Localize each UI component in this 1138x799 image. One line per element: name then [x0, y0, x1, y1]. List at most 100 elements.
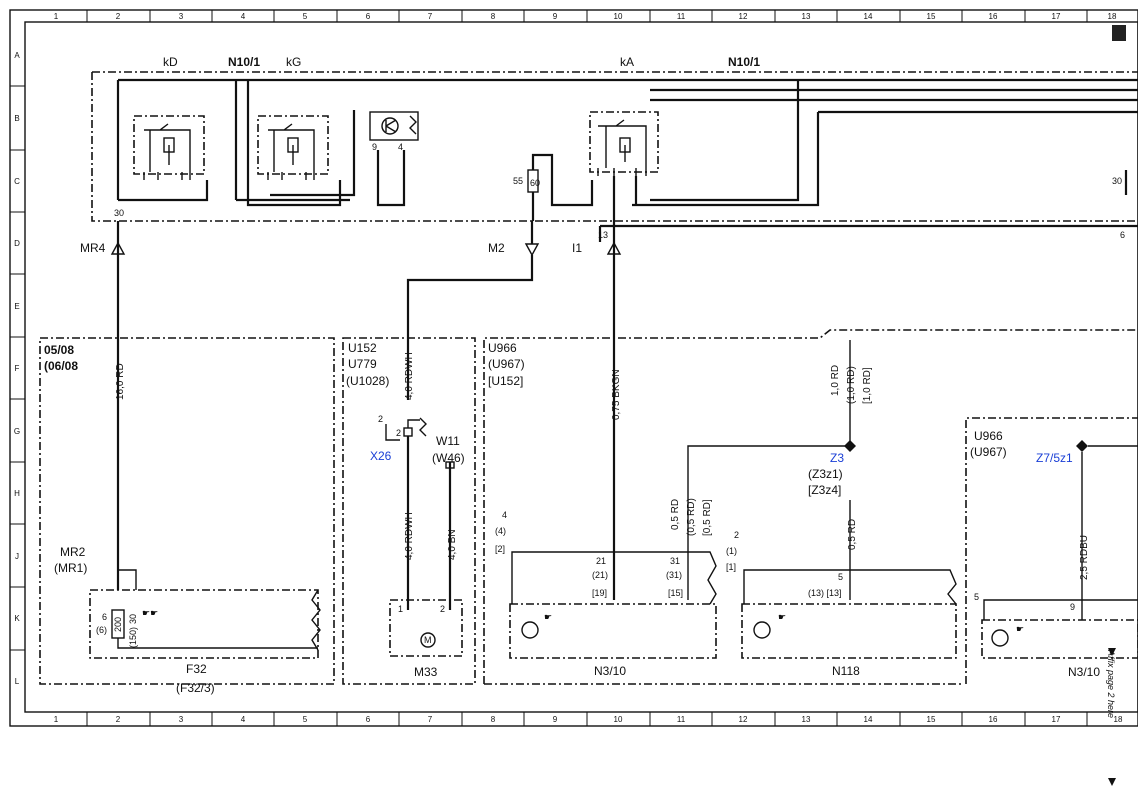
connector-mr4: MR4: [80, 241, 106, 255]
box-name: N3/10: [594, 664, 626, 678]
pin-5: 5: [838, 572, 843, 582]
arrow-icon: [1108, 648, 1116, 656]
pin-31b: (31): [666, 570, 682, 580]
hand-icon: ☛: [1016, 624, 1024, 634]
n118-box: 1,0 RD (1,0 RD) [1,0 RD] Z3 (Z3z1) [Z3z4…: [726, 340, 957, 678]
wire-rdbu: 2,5 RDBU: [1079, 535, 1090, 580]
pin-9: 9: [1070, 602, 1075, 612]
splice-z3: [844, 440, 856, 452]
wire-bn: 4,0 BN: [447, 529, 458, 560]
pin-19: [19]: [592, 588, 607, 598]
col-num: 4: [241, 12, 246, 21]
col-num: 12: [739, 715, 748, 724]
pin-6b: (6): [96, 625, 107, 635]
col-num: 15: [927, 12, 936, 21]
pin-2b: 2: [396, 428, 401, 438]
col-num: 14: [864, 12, 873, 21]
pin-1: (1): [726, 546, 737, 556]
col-num: 14: [864, 715, 873, 724]
z3z4: [Z3z4]: [808, 483, 841, 497]
wire-10rd-2: (1,0 RD): [846, 366, 857, 404]
box-name: F32: [186, 662, 207, 676]
transistor-icon: [991, 629, 1009, 647]
col-num: 16: [989, 715, 998, 724]
u779: U779: [348, 357, 377, 371]
row-letter: B: [14, 114, 19, 123]
pin-2: 2: [734, 530, 739, 540]
date-from: 05/08: [44, 343, 74, 357]
row-letter: A: [14, 51, 20, 60]
col-num: 5: [303, 12, 308, 21]
wire-rdwh-mid: 4,0 RDWH: [404, 512, 415, 560]
grid-top: [10, 10, 1088, 726]
wire-10rd-1: 1,0 RD: [830, 365, 841, 396]
n310-box: U966 (U967) [U152] 0,75 BKGN 4 (4) [2] 2…: [483, 329, 1138, 685]
wire-16rd: 16,0 RD: [115, 363, 126, 400]
wire-05rd-1: 0,5 RD: [670, 499, 681, 530]
outer-frame: [9, 9, 1138, 727]
transistor-icon: [521, 621, 539, 639]
label-kd: kD: [163, 55, 178, 69]
col-num: 7: [428, 12, 433, 21]
pin-5: 5: [974, 592, 979, 602]
pin-2: 2: [378, 414, 383, 424]
splice-z7: [1076, 440, 1088, 452]
pin-2c: 2: [440, 604, 445, 614]
relay-kd: [133, 115, 205, 175]
row-letter: J: [15, 552, 19, 561]
label-n10-left: N10/1: [228, 55, 260, 69]
f32-box: 05/08 (06/08 16,0 RD MR2 (MR1) 200 6 (6)…: [39, 337, 335, 695]
row-letter: H: [14, 489, 20, 498]
pin-4b: (4): [495, 526, 506, 536]
pin-9: 9: [372, 142, 377, 152]
connector-m2: M2: [488, 241, 505, 255]
u966: U966: [488, 341, 517, 355]
z3: Z3: [830, 451, 844, 465]
date-to: (06/08: [44, 359, 78, 373]
label-kg: kG: [286, 55, 301, 69]
connector-mr2: MR2: [60, 545, 86, 559]
row-letter: D: [14, 239, 20, 248]
u967: (U967): [970, 445, 1007, 459]
inner-frame: [24, 21, 1138, 713]
connectors: MR4 M2 I1: [80, 241, 622, 257]
label-ka: kA: [620, 55, 634, 69]
pin-6: 6: [102, 612, 107, 622]
pin-31: 31: [670, 556, 680, 566]
w11: W11: [436, 434, 460, 448]
motor-icon: [420, 632, 436, 648]
box-name: M33: [414, 665, 438, 679]
box-name: N118: [832, 664, 860, 678]
wire-rdwh-top: 4,0 RDWH: [404, 352, 415, 400]
col-num: 9: [553, 715, 558, 724]
pin-13: 13: [598, 230, 608, 240]
col-num: 13: [802, 12, 811, 21]
col-num: 9: [553, 12, 558, 21]
box-name-2: (F32/3): [176, 681, 215, 695]
u152: [U152]: [488, 374, 523, 388]
col-num: 12: [739, 12, 748, 21]
col-num: 1: [54, 715, 59, 724]
pin-30-right: 30: [1112, 176, 1122, 186]
col-num: 7: [428, 715, 433, 724]
hand-icon: ☛: [778, 612, 786, 622]
right-box: U966 (U967) Z7/5z1 2,5 RDBU 5 9 ☛ N3/10: [965, 417, 1138, 684]
page-corner-icon: [1112, 25, 1126, 41]
col-num: 10: [614, 12, 623, 21]
row-letters: A B C D E F G H J K L: [14, 51, 20, 686]
row-letter: F: [15, 364, 20, 373]
pin-1sq: [1]: [726, 562, 736, 572]
relay-ka: [589, 111, 659, 173]
u966: U966: [974, 429, 1003, 443]
col-num: 16: [989, 12, 998, 21]
connector-mr1: (MR1): [54, 561, 87, 575]
pin-15: [15]: [668, 588, 683, 598]
pin-55: 55: [513, 176, 523, 186]
pin-13: (13) [13]: [808, 588, 842, 598]
u967: (U967): [488, 357, 525, 371]
col-num: 17: [1052, 12, 1061, 21]
u152: U152: [348, 341, 377, 355]
box-name: N3/10: [1068, 665, 1100, 679]
col-num: 11: [677, 715, 686, 724]
transistor-module: [369, 111, 419, 141]
